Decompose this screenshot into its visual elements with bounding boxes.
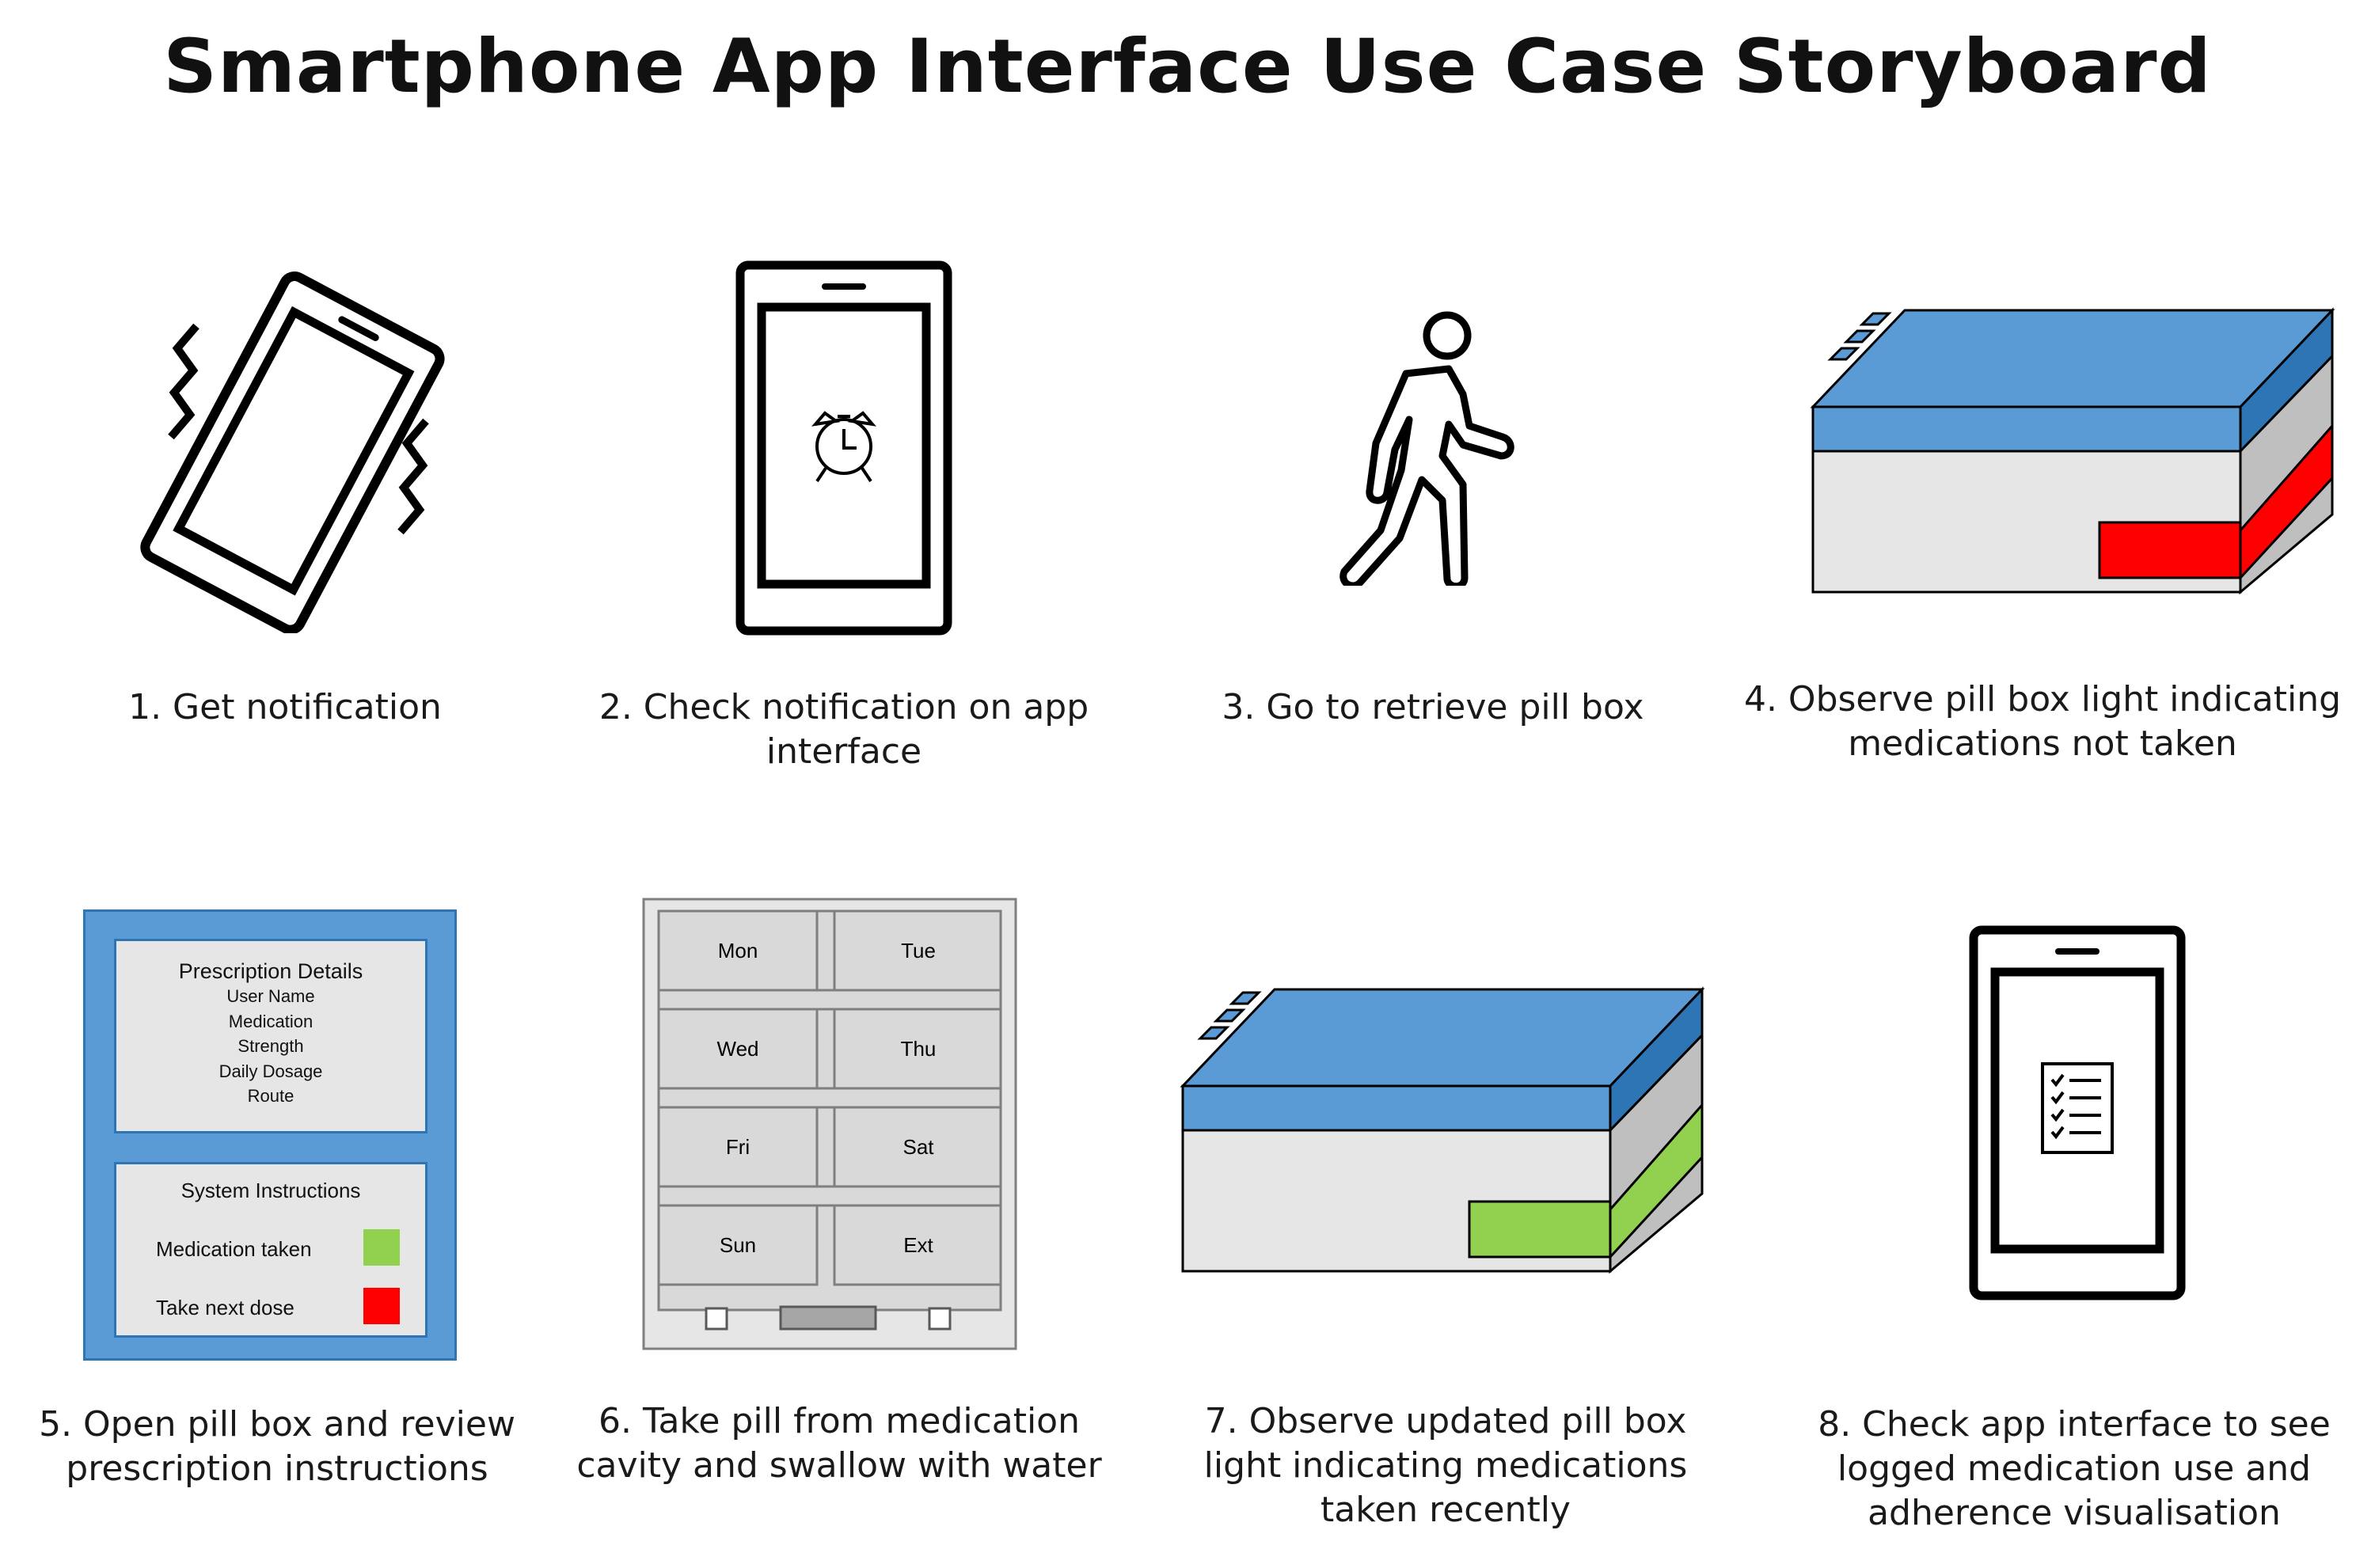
prescription-details-title: Prescription Details [178, 959, 363, 983]
right-button [928, 1307, 952, 1331]
caption-line: prescription instructions [66, 1448, 488, 1489]
pill-box-red-light-icon [1810, 307, 2335, 595]
walking-person-icon [1340, 311, 1514, 586]
system-instructions-card: System Instructions Medication taken Tak… [114, 1162, 428, 1338]
caption-line: 3. Go to retrieve pill box [1222, 687, 1644, 727]
step-5-caption: 5. Open pill box and review prescription… [8, 1403, 546, 1491]
caption-line: interface [766, 731, 922, 772]
legend-label-take-next-dose: Take next dose [156, 1296, 294, 1319]
compartment-wed: Wed [717, 1037, 759, 1061]
prescription-field: Daily Dosage [218, 1061, 323, 1081]
step-4-caption: 4. Observe pill box light indicating med… [1718, 678, 2367, 766]
caption-line: 2. Check notification on app [598, 687, 1089, 727]
compartment-sun: Sun [720, 1233, 756, 1257]
caption-line: 7. Observe updated pill box [1204, 1401, 1687, 1441]
legend-label-medication-taken: Medication taken [156, 1237, 312, 1261]
alarm-clock-icon [811, 411, 877, 483]
page-title: Smartphone App Interface Use Case Storyb… [163, 24, 2212, 110]
prescription-field: Route [247, 1086, 294, 1106]
system-instructions-title: System Instructions [180, 1179, 361, 1202]
caption-line: 5. Open pill box and review [39, 1404, 515, 1445]
vibrating-phone-icon [140, 271, 445, 633]
prescription-field: Medication [228, 1011, 314, 1031]
pill-compartments: Mon Tue Wed Thu Fri Sat Sun Ext [642, 898, 1017, 1350]
compartment-ext: Ext [903, 1233, 933, 1257]
prescription-details-card: Prescription Details User Name Medicatio… [114, 939, 428, 1133]
compartment-thu: Thu [901, 1037, 937, 1061]
compartment-sat: Sat [902, 1135, 934, 1159]
display-slot [779, 1305, 877, 1331]
caption-line: 1. Get notification [128, 687, 442, 727]
caption-line: 4. Observe pill box light indicating [1743, 679, 2342, 719]
legend-swatch-red [363, 1288, 400, 1324]
compartment-tue: Tue [901, 939, 936, 962]
caption-line: 6. Take pill from medication [598, 1401, 1080, 1441]
pill-box-green-light-icon [1180, 986, 1705, 1274]
phone-checklist-icon [1969, 925, 2186, 1300]
prescription-field: Strength [238, 1036, 304, 1056]
compartment-fri: Fri [726, 1135, 750, 1159]
caption-line: cavity and swallow with water [576, 1445, 1102, 1486]
caption-line: adherence visualisation [1868, 1493, 2281, 1533]
step-3-caption: 3. Go to retrieve pill box [1172, 685, 1694, 730]
caption-line: 8. Check app interface to see [1818, 1404, 2331, 1445]
left-button [705, 1307, 728, 1331]
step-6-caption: 6. Take pill from medication cavity and … [554, 1399, 1124, 1488]
caption-line: taken recently [1320, 1490, 1571, 1530]
caption-line: medications not taken [1848, 723, 2237, 764]
checklist-icon [2041, 1062, 2114, 1154]
caption-line: light indicating medications [1203, 1445, 1688, 1486]
prescription-screen: Prescription Details User Name Medicatio… [83, 909, 457, 1361]
legend-swatch-green [363, 1229, 400, 1266]
phone-alarm-icon [735, 260, 952, 636]
prescription-field: User Name [226, 986, 315, 1006]
caption-line: logged medication use and [1837, 1448, 2312, 1489]
step-8-caption: 8. Check app interface to see logged med… [1781, 1403, 2367, 1536]
compartment-mon: Mon [718, 939, 758, 962]
step-7-caption: 7. Observe updated pill box light indica… [1168, 1399, 1723, 1532]
step-1-caption: 1. Get notification [48, 685, 522, 730]
step-2-caption: 2. Check notification on app interface [567, 685, 1121, 774]
